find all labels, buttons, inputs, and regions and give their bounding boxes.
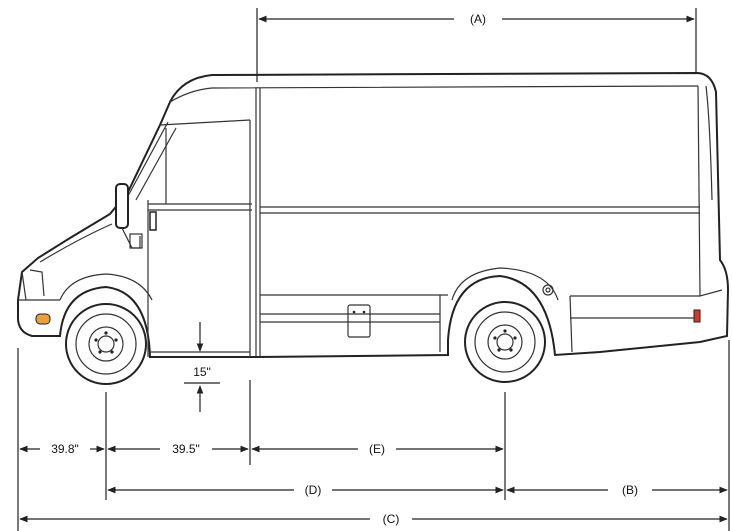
headlight <box>35 313 51 325</box>
taillight <box>693 309 701 323</box>
label-a: (A) <box>470 12 486 26</box>
dimension-cab-length: 39.5" <box>107 442 249 456</box>
dimension-step-height: 15" <box>184 322 220 412</box>
label-step-height: 15" <box>193 365 211 379</box>
front-wheel <box>65 303 147 385</box>
dimension-e: (E) <box>251 442 504 456</box>
label-b: (B) <box>622 483 638 497</box>
dimension-c: (C) <box>19 512 728 526</box>
van-body <box>17 71 730 358</box>
side-mirror <box>115 183 129 229</box>
label-front-overhang: 39.8" <box>51 442 79 456</box>
dimension-a: (A) <box>258 12 695 26</box>
extension-lines <box>17 8 730 531</box>
compartment-door <box>347 304 371 338</box>
label-d: (D) <box>305 483 322 497</box>
rear-wheel <box>464 301 546 383</box>
label-e: (E) <box>369 442 385 456</box>
label-c: (C) <box>383 512 400 526</box>
label-cab-length: 39.5" <box>172 442 200 456</box>
dimension-d: (D) <box>107 483 504 497</box>
dimension-b: (B) <box>506 483 728 497</box>
dimension-front-overhang: 39.8" <box>19 442 105 456</box>
